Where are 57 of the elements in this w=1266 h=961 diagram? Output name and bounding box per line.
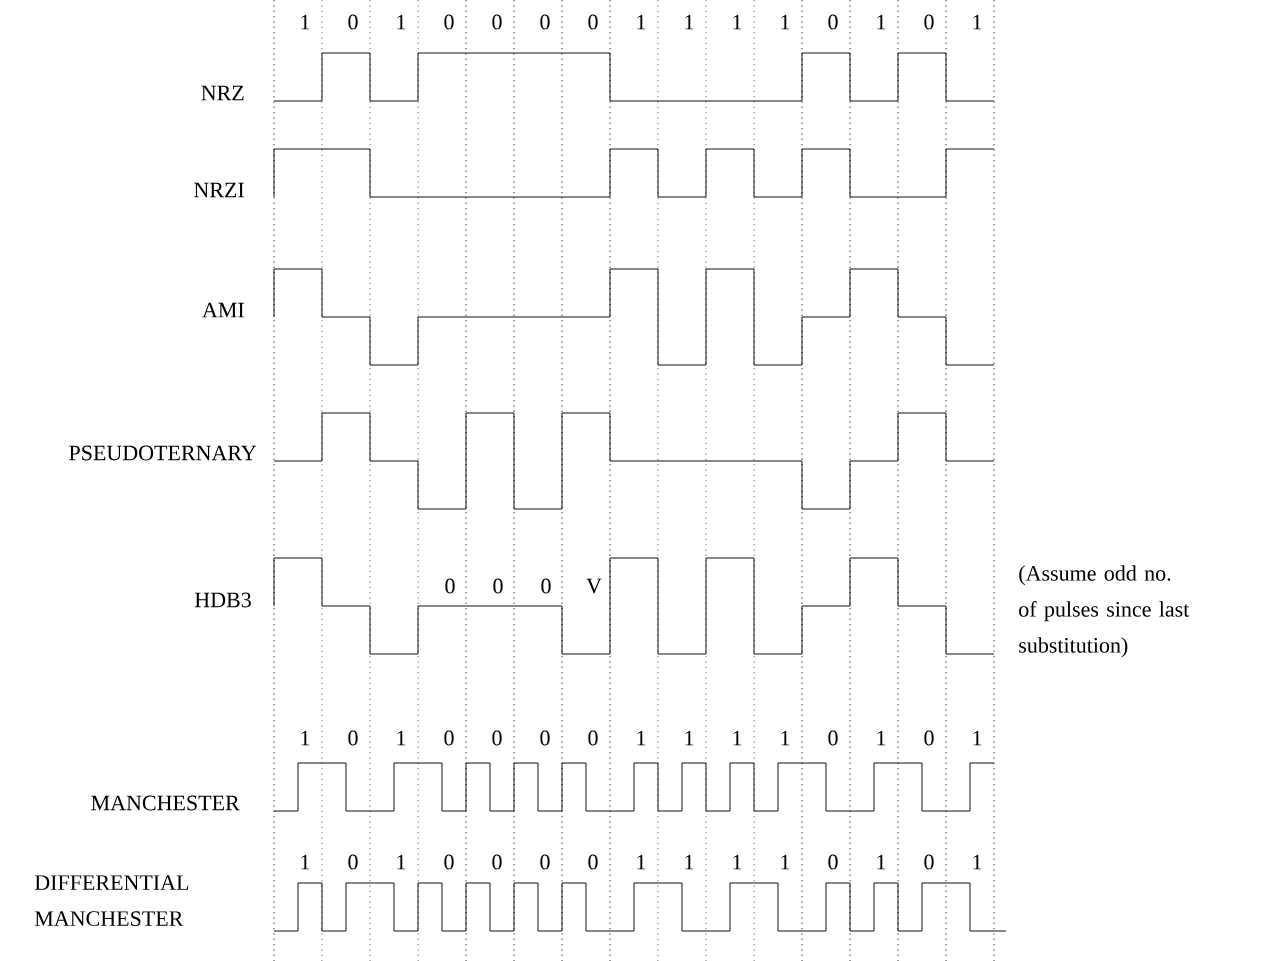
substitution-symbol: 0 (445, 578, 455, 594)
bit-value: 1 (397, 730, 406, 746)
signal-name: NRZ (201, 85, 244, 101)
bit-value: 0 (348, 854, 358, 870)
bit-value: 0 (588, 730, 598, 746)
bit-value: 0 (540, 854, 550, 870)
bit-value: 0 (492, 730, 502, 746)
bit-value: 1 (973, 854, 982, 870)
signal-name: AMI (202, 302, 244, 318)
bit-value: 0 (444, 854, 454, 870)
bit-value: 1 (781, 730, 790, 746)
bit-value: 1 (685, 14, 694, 30)
bit-value: 0 (492, 854, 502, 870)
bit-value: 0 (444, 730, 454, 746)
bit-value: 1 (733, 854, 742, 870)
bit-value: 0 (924, 730, 934, 746)
bit-value: 0 (828, 14, 838, 30)
bit-value: 0 (588, 14, 598, 30)
signal-name: PSEUDOTERNARY (69, 445, 257, 461)
bit-value: 0 (828, 730, 838, 746)
bit-value: 0 (492, 14, 502, 30)
signal-name: NRZI (194, 182, 244, 198)
bit-value: 0 (924, 854, 934, 870)
bit-value: 1 (973, 14, 982, 30)
bit-value: 1 (877, 14, 886, 30)
bit-value: 1 (733, 730, 742, 746)
bit-value: 1 (397, 854, 406, 870)
bit-value: 1 (973, 730, 982, 746)
bit-value: 1 (685, 730, 694, 746)
signal-name: HDB3 (194, 592, 251, 608)
bit-value: 1 (877, 730, 886, 746)
bit-value: 0 (444, 14, 454, 30)
bit-value: 1 (301, 730, 310, 746)
bit-value: 0 (924, 14, 934, 30)
bit-value: 0 (348, 730, 358, 746)
bit-value: 1 (685, 854, 694, 870)
bit-value: 1 (301, 14, 310, 30)
bit-value: 1 (733, 14, 742, 30)
bit-value: 0 (540, 14, 550, 30)
substitution-symbol: 0 (541, 578, 551, 594)
substitution-symbol: 0 (493, 578, 503, 594)
bit-value: 1 (397, 14, 406, 30)
signal-name: MANCHESTER (91, 795, 240, 811)
bit-value: 0 (540, 730, 550, 746)
bit-value: 1 (301, 854, 310, 870)
bit-value: 0 (348, 14, 358, 30)
note: (Assume odd no. of pulses since last substitution) (1019, 565, 1190, 658)
bit-value: 1 (781, 854, 790, 870)
bit-value: 1 (877, 854, 886, 870)
bit-value: 0 (828, 854, 838, 870)
bit-value: 1 (637, 14, 646, 30)
bit-value: 0 (588, 854, 598, 870)
bit-value: 1 (637, 730, 646, 746)
signal-name: DIFFERENTIAL MANCHESTER (34, 875, 189, 926)
bit-value: 1 (637, 854, 646, 870)
bit-value: 1 (781, 14, 790, 30)
substitution-symbol: V (586, 578, 602, 594)
